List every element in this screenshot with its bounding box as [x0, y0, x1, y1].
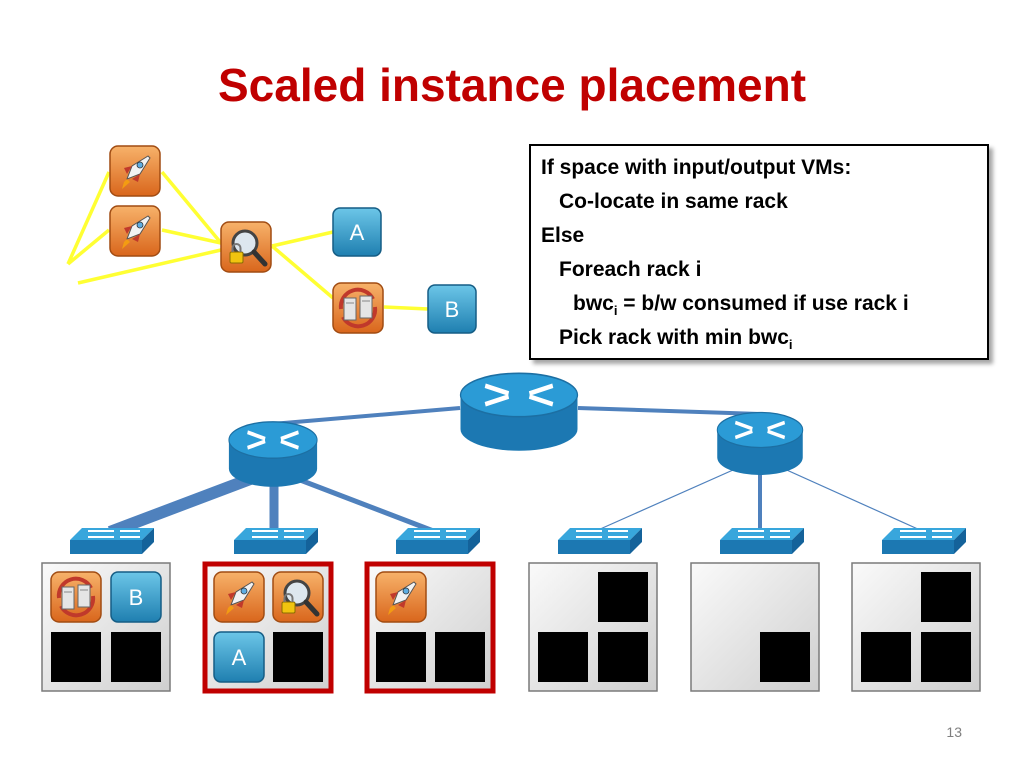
occupied-slot — [598, 632, 648, 682]
occupied-slot — [273, 632, 323, 682]
routers — [226, 373, 805, 489]
occupied-slot — [51, 632, 101, 682]
vm-b-node: B — [427, 284, 477, 334]
vm-graph: A B — [109, 145, 477, 335]
occupied-slot — [921, 632, 971, 682]
rack-2-selected: A — [202, 561, 334, 694]
rack-3-selected — [364, 561, 496, 694]
switch-icon — [719, 527, 805, 555]
aggregation-router-left-icon — [226, 419, 320, 489]
switch-icon — [395, 527, 481, 555]
switch-icon — [881, 527, 967, 555]
occupied-slot — [760, 632, 810, 682]
rack-4 — [528, 562, 658, 692]
vm-b-label: B — [445, 297, 460, 322]
vm-b-label: B — [129, 585, 144, 610]
vm-a-node: A — [332, 207, 382, 257]
algo-line-bwc: bwci = b/w consumed if use rack i — [573, 292, 909, 319]
occupied-slot — [538, 632, 588, 682]
rack-1: B — [41, 562, 171, 692]
server-sync-icon — [331, 281, 385, 335]
vm-b-node — [110, 571, 162, 623]
switch-icon — [69, 527, 155, 555]
aggregation-router-right-icon — [715, 410, 805, 477]
occupied-slot — [376, 632, 426, 682]
magnifier-lock-icon — [221, 222, 271, 272]
rack-6 — [851, 562, 981, 692]
page-number: 13 — [946, 724, 962, 740]
vm-a-label: A — [232, 645, 247, 670]
magnifier-lock-icon — [273, 572, 323, 622]
server-sync-icon — [49, 570, 103, 624]
rocket-icon — [375, 571, 427, 623]
algo-line-if: If space with input/output VMs: — [541, 156, 852, 179]
switch-icon — [233, 527, 319, 555]
rocket-icon — [109, 205, 161, 257]
tor-switches — [69, 527, 967, 555]
rocket-icon — [109, 145, 161, 197]
rocket-icon — [213, 571, 265, 623]
occupied-slot — [598, 572, 648, 622]
occupied-slot — [111, 632, 161, 682]
algo-line-colocate: Co-locate in same rack — [559, 190, 788, 213]
occupied-slot — [921, 572, 971, 622]
switch-icon — [557, 527, 643, 555]
core-router-icon — [461, 373, 578, 451]
slide-title: Scaled instance placement — [217, 59, 807, 111]
algo-line-else: Else — [541, 224, 585, 247]
rack-5 — [690, 562, 820, 692]
vm-a-node — [213, 631, 265, 683]
vm-a-label: A — [350, 220, 365, 245]
placement-algorithm-box: If space with input/output VMs: Co-locat… — [529, 144, 989, 360]
vm-graph-edges — [66, 170, 429, 311]
algo-line-foreach: Foreach rack i — [559, 258, 702, 281]
algo-line-pick: Pick rack with min bwci — [559, 326, 793, 353]
occupied-slot — [861, 632, 911, 682]
occupied-slot — [435, 632, 485, 682]
